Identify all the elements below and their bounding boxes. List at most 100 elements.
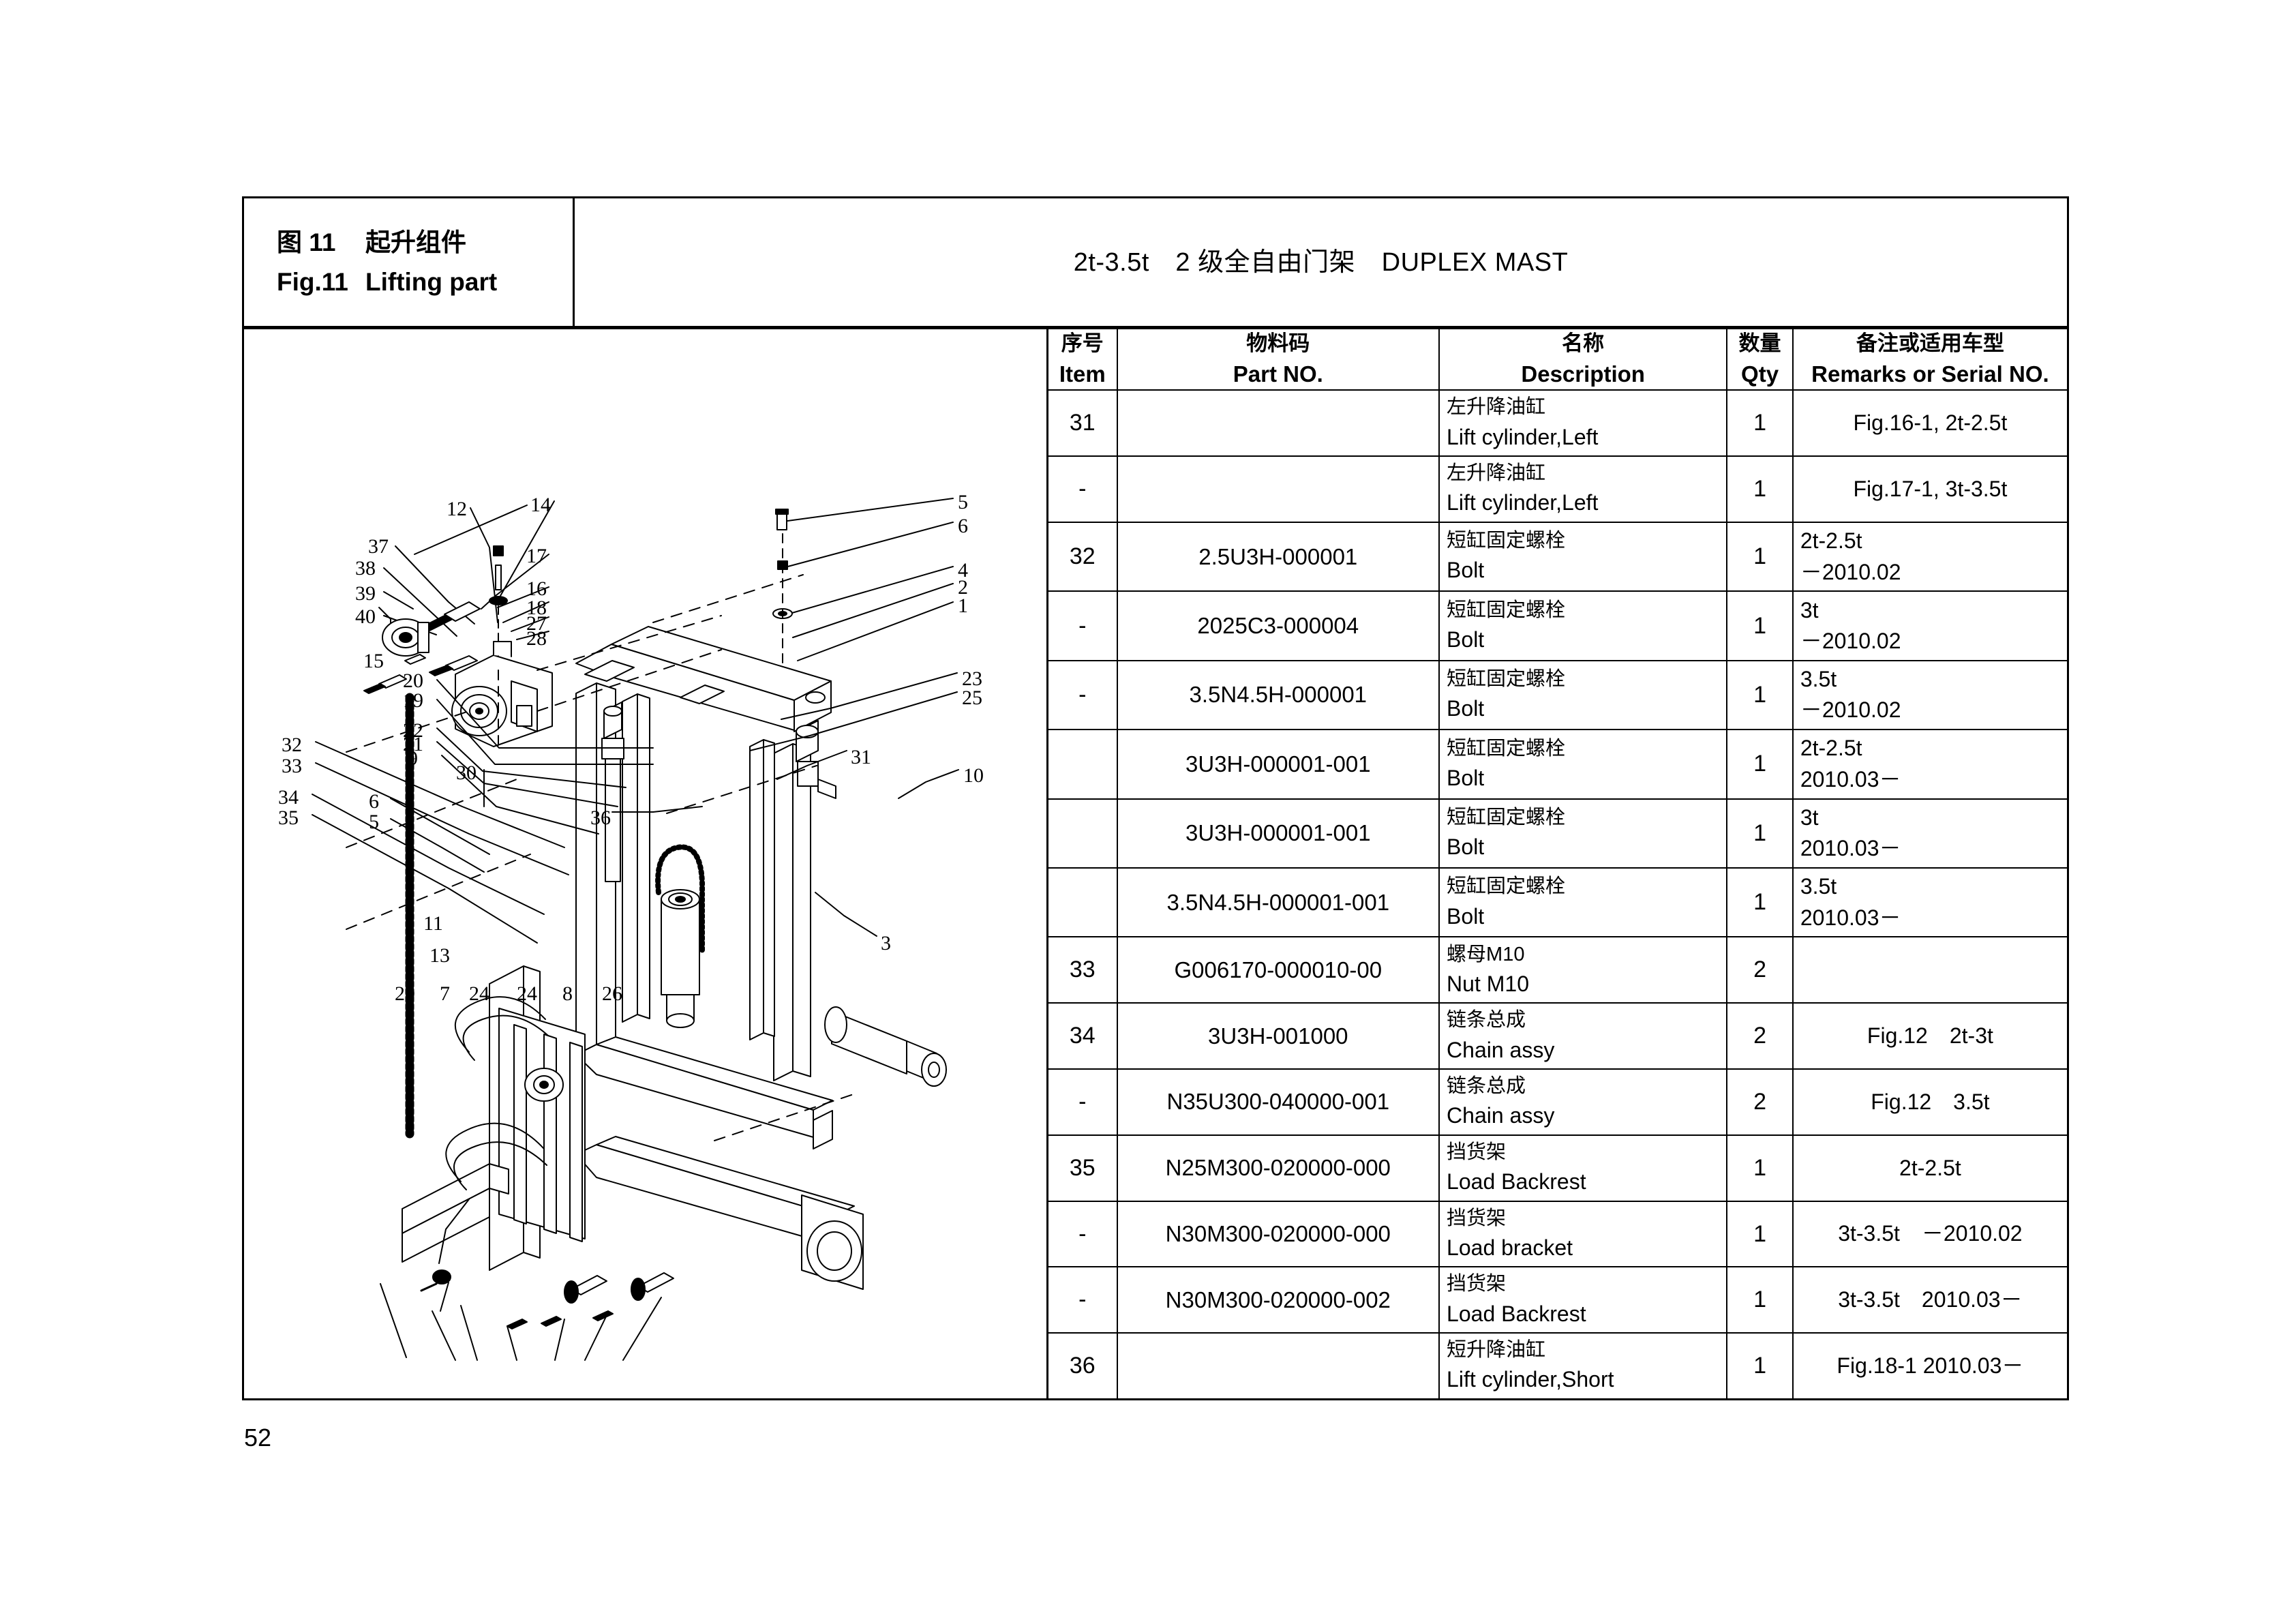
cell-part-no: N30M300-020000-000: [1117, 1201, 1440, 1268]
callout-number: 7: [440, 982, 450, 1005]
cell-item: 35: [1048, 1134, 1118, 1202]
cell-part-no: 3U3H-001000: [1117, 1003, 1440, 1070]
cell-part-no: 2025C3-000004: [1117, 591, 1440, 661]
cell-remarks: 3t 2010.03－: [1792, 798, 2067, 869]
cell-part-no: N25M300-020000-000: [1117, 1134, 1440, 1202]
callout-number: 9: [408, 747, 418, 770]
callout-number: 33: [282, 755, 302, 777]
cell-remarks: 3t-3.5t －2010.02: [1792, 1201, 2067, 1268]
callout-number: 35: [278, 807, 299, 829]
callout-number: 19: [403, 689, 423, 712]
description-en: Lift cylinder,Left: [1447, 424, 1599, 449]
callout-number: 36: [590, 807, 611, 829]
description-cn: 短缸固定螺栓: [1447, 668, 1566, 691]
description-en: Nut M10: [1447, 971, 1529, 996]
callout-number: 32: [282, 734, 302, 756]
description-en: Chain assy: [1447, 1103, 1555, 1128]
cell-item: [1048, 730, 1118, 800]
description-en: Bolt: [1447, 696, 1485, 721]
cell-item: 32: [1048, 522, 1118, 592]
description-en: Load Backrest: [1447, 1301, 1586, 1326]
description-cn: 链条总成: [1447, 1075, 1526, 1098]
callout-number: 31: [851, 746, 871, 768]
callout-number: 13: [429, 944, 450, 967]
remarks-line-1: Fig.16-1, 2t-2.5t: [1853, 410, 2008, 435]
remarks-line-2: －2010.02: [1800, 697, 1901, 723]
description-en: Bolt: [1447, 558, 1485, 583]
header-remarks: 备注或适用车型 Remarks or Serial NO.: [1792, 329, 2067, 391]
description-cn: 挡货架: [1447, 1273, 1507, 1295]
cell-qty: 1: [1727, 591, 1794, 661]
description-en: Load Backrest: [1447, 1169, 1586, 1194]
cell-part-no: 3U3H-000001-001: [1117, 798, 1440, 869]
cell-description: 短缸固定螺栓 Bolt: [1439, 660, 1728, 731]
cell-item: -: [1048, 591, 1118, 661]
callout-number: 26: [602, 982, 622, 1005]
description-en: Lift cylinder,Left: [1447, 490, 1599, 515]
description-cn: 左升降油缸: [1447, 462, 1546, 485]
remarks-line-1: 2t-2.5t: [1899, 1155, 1961, 1180]
header-remarks-cn: 备注或适用车型: [1856, 331, 2004, 355]
remarks-line-1: Fig.12 3.5t: [1871, 1089, 1990, 1114]
remarks-line-1: 3t: [1800, 805, 1819, 830]
cell-qty: 1: [1727, 522, 1794, 592]
remarks-line-1: 3t-3.5t －2010.02: [1838, 1221, 2023, 1246]
callout-number: 10: [963, 764, 984, 787]
callout-number: 29: [395, 982, 415, 1005]
cell-qty: 2: [1727, 1069, 1794, 1136]
cell-item: [1048, 798, 1118, 869]
callout-number: 38: [355, 557, 376, 580]
cell-item: 36: [1048, 1333, 1118, 1398]
description-cn: 短缸固定螺栓: [1447, 807, 1566, 829]
header-description-cn: 名称: [1562, 331, 1605, 355]
remarks-line-2: －2010.02: [1800, 629, 1901, 654]
header-item-cn: 序号: [1061, 331, 1104, 355]
cell-part-no: 3U3H-000001-001: [1117, 730, 1440, 800]
remarks-line-1: 3t-3.5t 2010.03－: [1838, 1287, 2023, 1312]
callout-number: 21: [403, 733, 423, 755]
page-number: 52: [244, 1424, 272, 1452]
figure-number-chinese: 图 11: [277, 228, 336, 257]
header-part-no: 物料码 Part NO.: [1117, 329, 1440, 391]
cell-qty: 1: [1727, 1333, 1794, 1398]
cell-qty: 1: [1727, 1134, 1794, 1202]
remarks-line-1: 3.5t: [1800, 667, 1837, 692]
cell-remarks: Fig.18-1 2010.03－: [1793, 1333, 2067, 1398]
header-qty-en: Qty: [1741, 361, 1779, 387]
callout-number: 37: [368, 535, 389, 558]
header-qty-cn: 数量: [1738, 331, 1781, 355]
remarks-line-1: 2t-2.5t: [1800, 528, 1862, 554]
cell-qty: 2: [1727, 937, 1794, 1004]
remarks-line-2: －2010.02: [1800, 559, 1901, 584]
callout-number: 15: [363, 650, 384, 672]
cell-item: -: [1048, 456, 1118, 523]
description-en: Bolt: [1447, 627, 1485, 652]
remarks-line-1: 3t: [1800, 597, 1819, 622]
callout-number: 2: [958, 576, 968, 599]
parts-table-header-row: 序号 Item 物料码 Part NO. 名称 Description 数量: [1048, 329, 2067, 391]
cell-part-no: [1117, 456, 1440, 523]
description-en: Chain assy: [1447, 1037, 1555, 1062]
cell-description: 挡货架 Load Backrest: [1439, 1267, 1728, 1334]
cell-remarks: 3t-3.5t 2010.03－: [1792, 1267, 2067, 1334]
model-title: 2t-3.5t 2 级全自由门架 DUPLEX MAST: [1073, 248, 1569, 277]
description-cn: 短缸固定螺栓: [1447, 875, 1566, 898]
header-remarks-en: Remarks or Serial NO.: [1811, 361, 2049, 387]
callout-number: 18: [526, 597, 547, 619]
cell-remarks: [1792, 937, 2067, 1004]
remarks-line-2: 2010.03－: [1800, 836, 1901, 861]
callout-number: 14: [530, 494, 551, 516]
